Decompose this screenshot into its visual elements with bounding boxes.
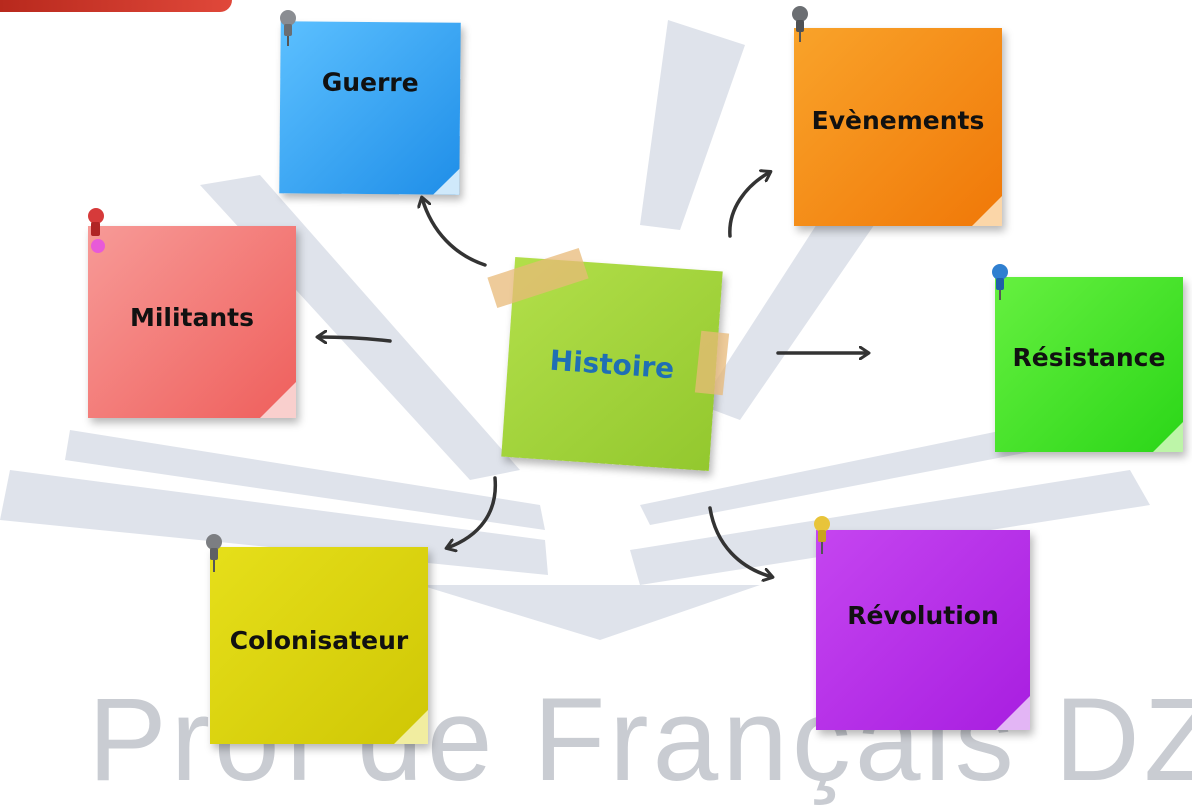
note-militants: Militants (88, 226, 296, 418)
pushpin-icon (206, 534, 222, 572)
note-label: Guerre (321, 67, 419, 97)
note-evenements: Evènements (794, 28, 1002, 226)
pushpin-icon (992, 264, 1008, 300)
note-label: Colonisateur (229, 626, 409, 655)
pushpin-icon (792, 6, 808, 42)
note-label: Résistance (1012, 343, 1166, 372)
pushpin-icon (280, 10, 296, 46)
pushpin-icon (88, 208, 105, 253)
note-revolution: Révolution (816, 530, 1030, 730)
note-guerre: Guerre (279, 21, 461, 195)
note-resistance: Résistance (995, 277, 1183, 452)
book-page-shape (65, 430, 545, 530)
book-page-shape (640, 20, 745, 230)
note-label: Révolution (847, 600, 999, 630)
note-label: Evènements (811, 105, 985, 135)
note-colonisateur: Colonisateur (210, 547, 428, 744)
book-page-shape (420, 585, 760, 640)
note-label: Militants (129, 302, 255, 332)
center-label: Histoire (548, 343, 676, 385)
pushpin-icon (814, 516, 830, 554)
book-page-shape (700, 165, 905, 420)
corner-ribbon (0, 0, 232, 12)
